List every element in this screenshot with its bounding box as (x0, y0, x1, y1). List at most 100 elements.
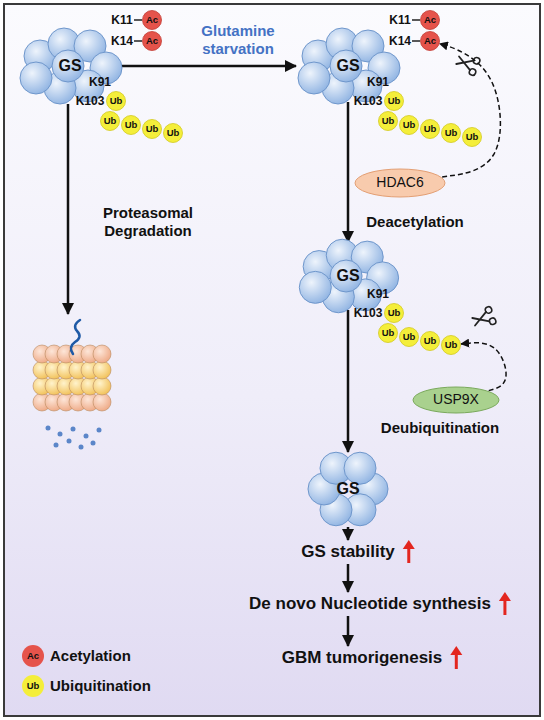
ubiquitin-circle (421, 332, 440, 351)
residue-label: K14 (389, 34, 411, 48)
gs-complex: GS (18, 30, 122, 102)
ubiquitin-circle (164, 124, 183, 143)
ubiquitin-mark: Ub (378, 323, 398, 343)
node-label: Ac (146, 15, 158, 25)
ubiquitin-circle (400, 328, 419, 347)
node-label: GS (58, 57, 81, 75)
ubiquitin-circle (379, 112, 398, 131)
residue-label: K103 (354, 94, 383, 108)
node-label: Ac (424, 15, 436, 25)
node-label: Ub (403, 332, 416, 342)
gs-subunit (20, 62, 52, 94)
enzyme-shape (355, 169, 445, 197)
ubiquitin-mark: Ub (441, 335, 461, 355)
node-label: Ub (445, 340, 458, 350)
peptide-dot (46, 426, 51, 431)
ubiquitin-mark: Ub (106, 91, 126, 111)
node-label: Ub (466, 132, 479, 142)
process-label: Deubiquitination (381, 419, 499, 437)
gs-subunit (344, 452, 376, 484)
enzyme-ellipse: HDAC6 (354, 168, 446, 198)
acetyl-circle (143, 32, 162, 51)
outcome-label: GS stability (301, 542, 395, 562)
ubiquitin-mark: Ub (384, 91, 404, 111)
node-label: Ub (146, 124, 159, 134)
peptide-dot (91, 441, 96, 446)
proteasome-ring (33, 393, 111, 411)
legend-marker-label: Ub (27, 681, 40, 691)
node-label: GS (336, 57, 359, 75)
node-label: USP9X (433, 392, 479, 407)
ubiquitin-mark: Ub (163, 123, 183, 143)
node-label: Ac (424, 36, 436, 46)
process-arrow (347, 310, 350, 452)
process-label: Proteasomal Degradation (86, 204, 210, 240)
acetyl-mark: Ac (142, 31, 162, 51)
scissors-icon (471, 306, 497, 331)
gs-subunit (52, 50, 84, 82)
residue-label: K11 (111, 13, 132, 27)
ubiquitin-mark: Ub (420, 331, 440, 351)
bond-line (134, 19, 142, 21)
bond-line (412, 40, 420, 42)
gs-complex: GS (302, 452, 394, 526)
ubiquitin-circle (442, 124, 461, 143)
node-label: Ub (167, 128, 180, 138)
bond-line (412, 19, 420, 21)
legend-text: Ubiquitination (50, 677, 151, 695)
gs-subunit (298, 62, 330, 94)
residue-label: K103 (76, 94, 105, 108)
ubiquitin-mark: Ub (378, 111, 398, 131)
peptide-dot (67, 439, 72, 444)
increase-arrow-head (450, 646, 462, 655)
node-label: Ub (424, 336, 437, 346)
acetyl-mark: Ac (420, 10, 440, 30)
legend-swatch: Ac (22, 645, 44, 667)
node-label: GS (336, 480, 359, 498)
node-label: Ub (104, 116, 117, 126)
gs-subunit (330, 50, 362, 82)
increase-arrow (450, 646, 462, 669)
ubiquitin-circle (101, 112, 120, 131)
flow-arrow (347, 616, 350, 646)
acetyl-mark: Ac (420, 31, 440, 51)
outcome-label: GBM tumorigenesis (282, 648, 443, 668)
ubiquitin-mark: Ub (100, 111, 120, 131)
node-label: Ub (110, 96, 123, 106)
flow-arrow (347, 527, 350, 540)
ubiquitin-circle (442, 336, 461, 355)
enzyme-action-arrow (461, 343, 506, 391)
proteasome-ring (33, 377, 111, 395)
ubiquitin-mark: Ub (384, 303, 404, 323)
ubiquitin-mark: Ub (420, 119, 440, 139)
increase-arrow (499, 592, 511, 615)
process-label: Glutamine starvation (182, 22, 294, 58)
node-label: GS (336, 267, 359, 285)
peptide-dot (58, 432, 63, 437)
gs-subunit (330, 260, 362, 292)
peptide-dot (71, 427, 76, 432)
bond-line (134, 40, 142, 42)
peptide-dot (54, 443, 59, 448)
residue-label: K91 (89, 75, 111, 89)
residue-label: K14 (111, 34, 133, 48)
acetyl-circle (421, 32, 440, 51)
legend-text: Acetylation (50, 647, 131, 665)
ubiquitin-mark: Ub (399, 327, 419, 347)
gs-subunit (299, 271, 331, 303)
node-label: HDAC6 (376, 175, 423, 190)
proteasome (33, 320, 111, 411)
legend-marker-label: Ac (27, 651, 39, 661)
residue-label: K103 (354, 306, 383, 320)
node-label: Ac (146, 36, 158, 46)
peptide-fragments (46, 426, 102, 450)
increase-arrow-shaft (407, 548, 410, 563)
residue-label: K91 (367, 287, 389, 301)
node-label: Ub (388, 308, 401, 318)
increase-arrow-shaft (503, 600, 506, 615)
ubiquitin-mark: Ub (121, 115, 141, 135)
ubiquitin-circle (107, 92, 126, 111)
acetyl-circle (421, 11, 440, 30)
